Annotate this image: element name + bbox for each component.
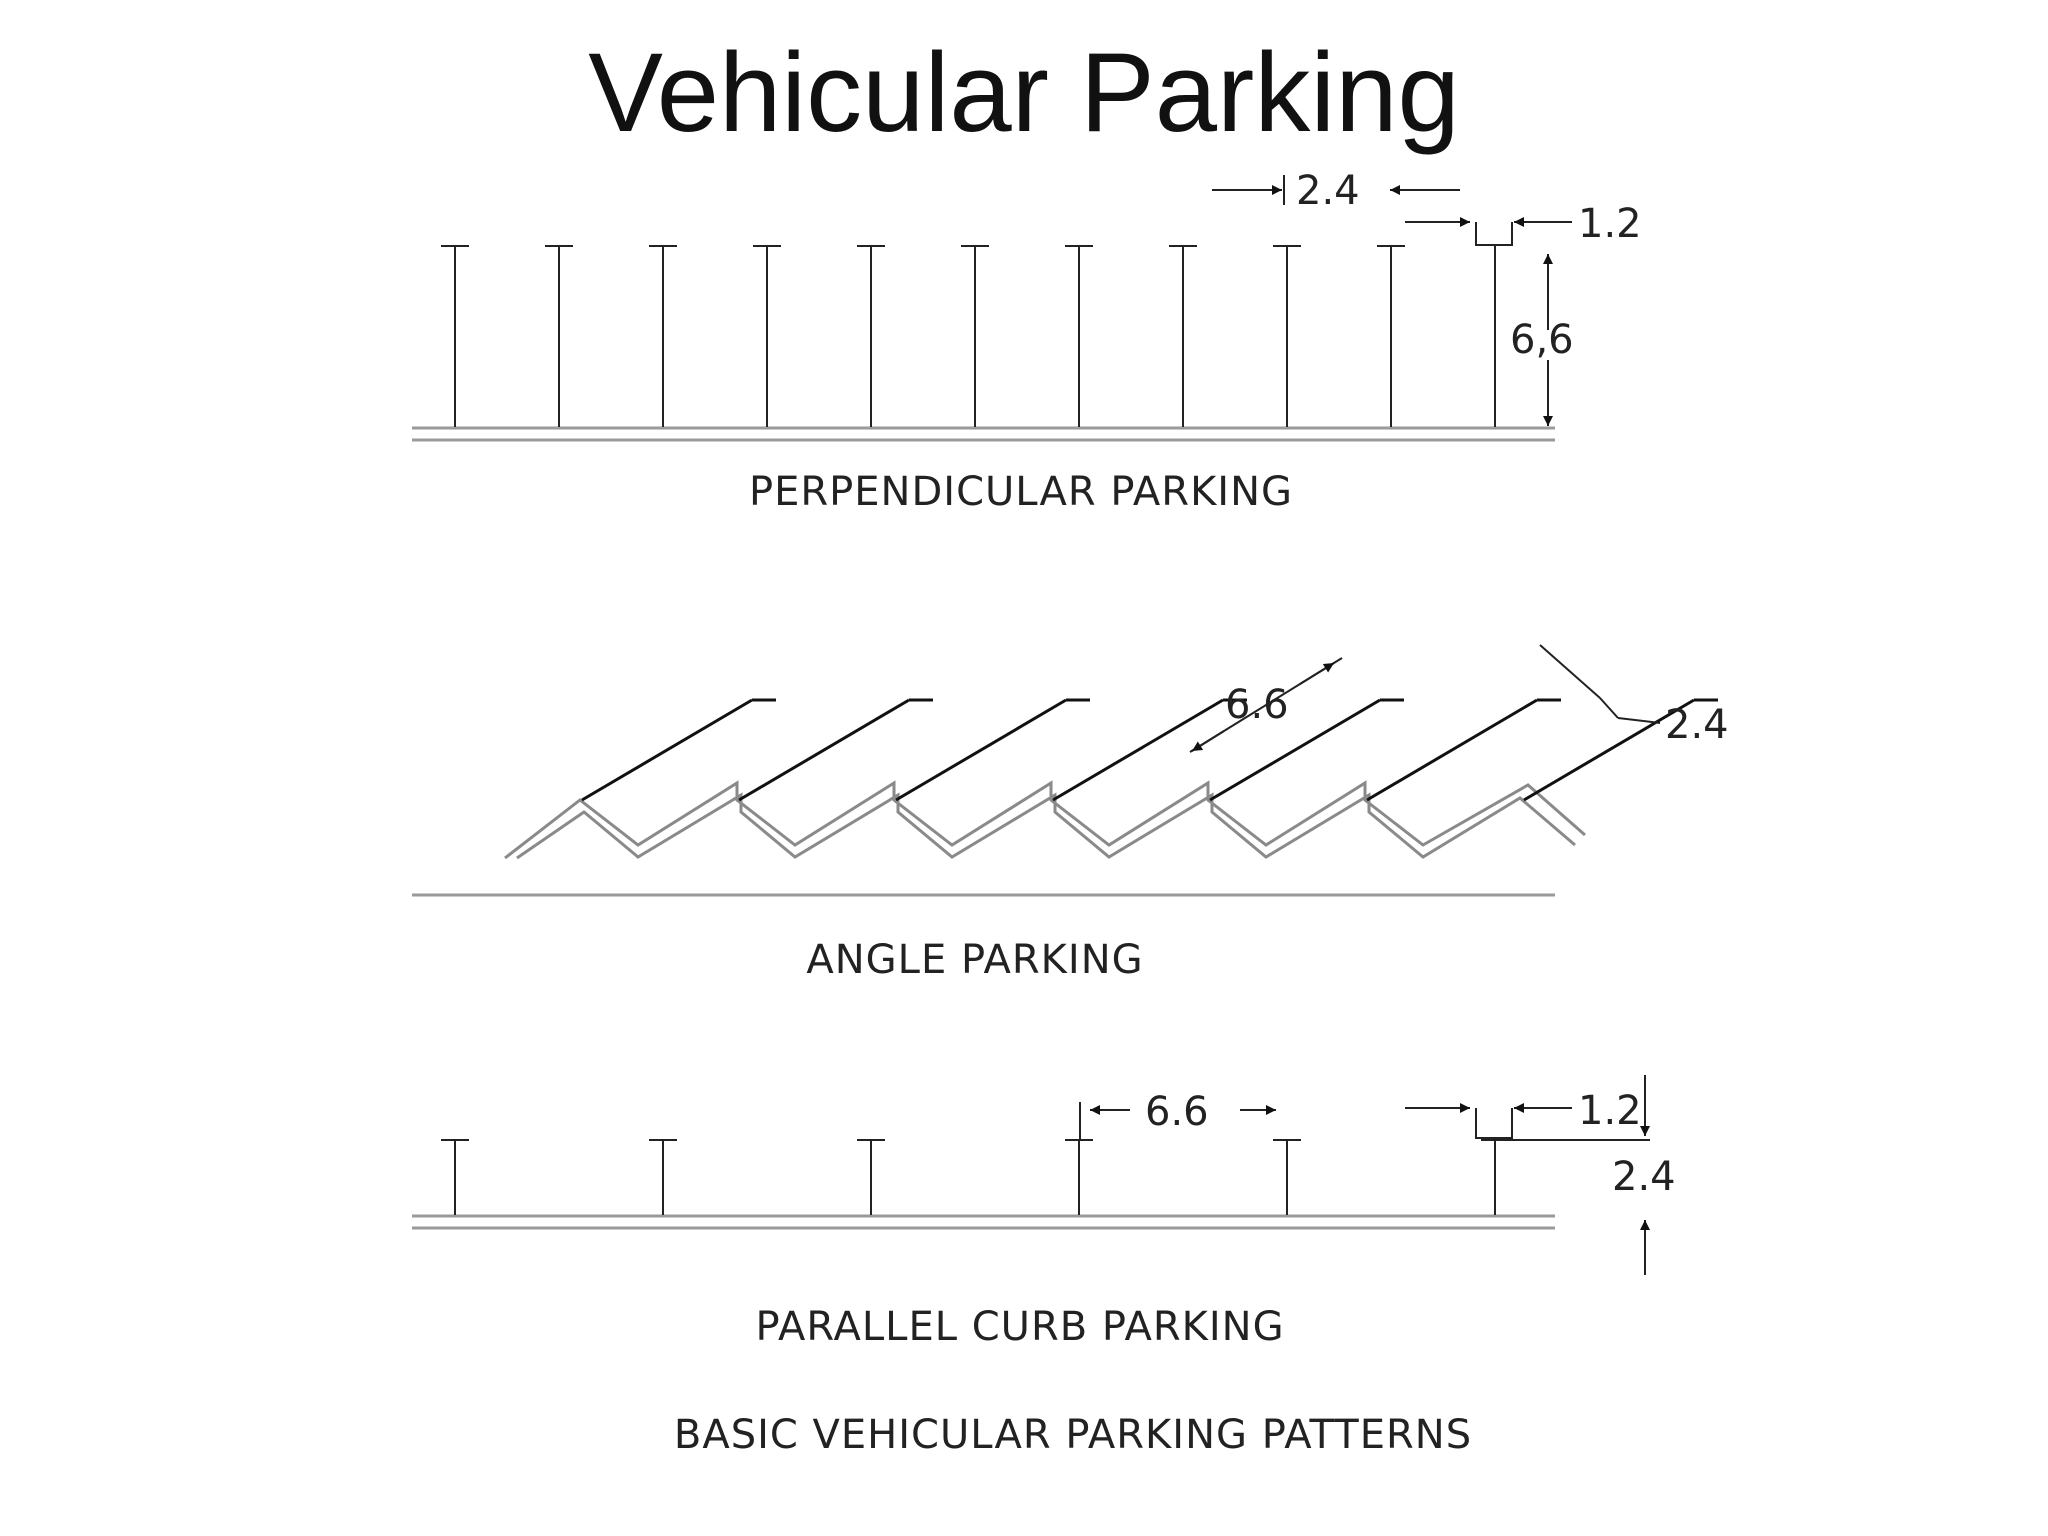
angle-stall-line (1052, 698, 1224, 802)
parallel-length-dimension (1079, 1102, 1276, 1140)
parallel-gap-value: 1.2 (1578, 1088, 1642, 1134)
angle-stall-lines (581, 698, 1718, 802)
angle-stall-line (1209, 698, 1381, 802)
perpendicular-gap-value: 1.2 (1578, 201, 1642, 247)
angle-outline-upper (504, 780, 1586, 860)
perpendicular-parking: 2.4 1.2 6,6 PERPENDICULAR PARKING (412, 168, 1642, 515)
parallel-gap-dimension (1405, 1103, 1572, 1139)
angle-stall-line (1523, 698, 1695, 802)
angle-stall-outline (504, 780, 1586, 860)
perpendicular-gap-dimension (1405, 217, 1572, 246)
angle-label: ANGLE PARKING (806, 937, 1143, 983)
angle-outline-lower (516, 792, 1576, 860)
parallel-depth-dimension (1500, 1075, 1650, 1275)
angle-stall-line (895, 698, 1067, 802)
perpendicular-width-value: 2.4 (1296, 168, 1360, 214)
angle-stall-line (738, 698, 910, 802)
perpendicular-width-dimension (1212, 175, 1460, 205)
angle-width-value: 2.4 (1665, 702, 1729, 748)
parallel-label: PARALLEL CURB PARKING (755, 1304, 1284, 1350)
parallel-length-value: 6.6 (1145, 1089, 1209, 1135)
parallel-depth-value: 2.4 (1612, 1154, 1676, 1200)
angle-width-dimension (1539, 644, 1661, 724)
parallel-curb-parking: 6.6 1.2 2.4 PARALLEL CURB PARKING (412, 1075, 1676, 1350)
perpendicular-depth-value: 6,6 (1510, 317, 1574, 363)
perpendicular-stall-lines (441, 245, 1496, 427)
perpendicular-curb (412, 426, 1555, 442)
angle-stall-line (581, 698, 753, 802)
angle-length-dimension (1189, 657, 1343, 753)
diagram-caption: BASIC VEHICULAR PARKING PATTERNS (674, 1412, 1472, 1458)
angle-parking: 6.6 2.4 ANGLE PARKING (412, 644, 1729, 983)
slide-title: Vehicular Parking (588, 30, 1460, 155)
perpendicular-label: PERPENDICULAR PARKING (749, 469, 1293, 515)
parallel-stall-lines (441, 1139, 1509, 1215)
angle-length-value: 6.6 (1225, 682, 1289, 728)
angle-stall-line (1366, 698, 1538, 802)
parallel-curb (412, 1214, 1555, 1230)
